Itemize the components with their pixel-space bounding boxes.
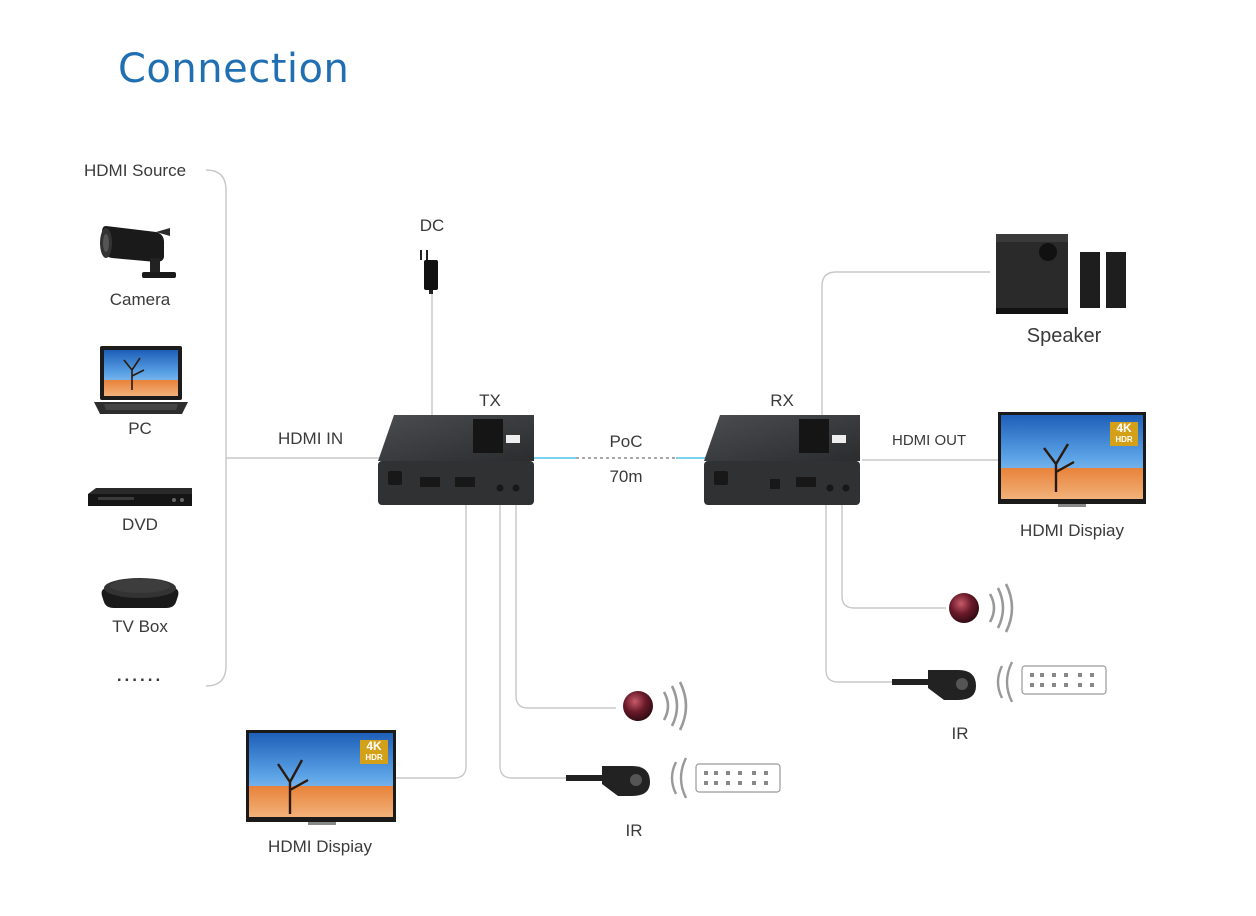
more-sources-ellipsis: ...... — [116, 666, 164, 685]
camera-icon — [100, 226, 176, 278]
sources-bracket — [205, 169, 227, 687]
tv-box-icon — [101, 578, 179, 608]
source-label-tvbox: TV Box — [112, 617, 168, 636]
rx-label: RX — [770, 391, 794, 410]
tv-badge-left: 4K HDR — [360, 740, 388, 764]
page-title: Connection — [118, 46, 350, 92]
dc-adapter-icon — [420, 250, 438, 294]
ir-blaster-icon — [566, 757, 688, 799]
badge-4k: 4K — [366, 739, 382, 753]
distance-label: 70m — [609, 467, 643, 486]
ir-left-label: IR — [625, 821, 643, 840]
source-label-camera: Camera — [109, 290, 171, 309]
connection-lines — [226, 271, 998, 779]
badge-hdr: HDR — [365, 753, 383, 762]
tv-badge-right: 4K HDR — [1110, 422, 1138, 446]
speaker-icon — [996, 234, 1126, 314]
tv-left-icon — [246, 730, 396, 825]
source-label-pc: PC — [128, 419, 152, 438]
hdmi-out-label: HDMI OUT — [892, 432, 967, 449]
dc-label: DC — [419, 216, 445, 235]
remote-control-icon — [695, 763, 781, 793]
badge-4k: 4K — [1116, 421, 1132, 435]
display-right-label: HDMI Dispiay — [1020, 521, 1124, 540]
ir-receiver-icon — [949, 583, 1014, 633]
tv-right-icon — [998, 412, 1146, 507]
laptop-icon — [94, 346, 188, 414]
ir-right-label: IR — [951, 724, 969, 743]
remote-control-icon — [1021, 665, 1107, 695]
display-left-label: HDMI Dispiay — [268, 837, 372, 856]
tx-device — [378, 415, 534, 505]
ir-receiver-icon — [623, 681, 688, 731]
tx-label: TX — [479, 391, 501, 410]
rx-device — [704, 415, 860, 505]
source-label-dvd: DVD — [122, 515, 158, 534]
sources-header: HDMI Source — [84, 161, 187, 180]
ir-blaster-icon — [892, 661, 1014, 703]
hdmi-in-label: HDMI IN — [278, 429, 344, 448]
dvd-player-icon — [88, 488, 192, 506]
poc-label: PoC — [609, 432, 643, 451]
badge-hdr: HDR — [1115, 435, 1133, 444]
speaker-label: Speaker — [1026, 325, 1102, 347]
